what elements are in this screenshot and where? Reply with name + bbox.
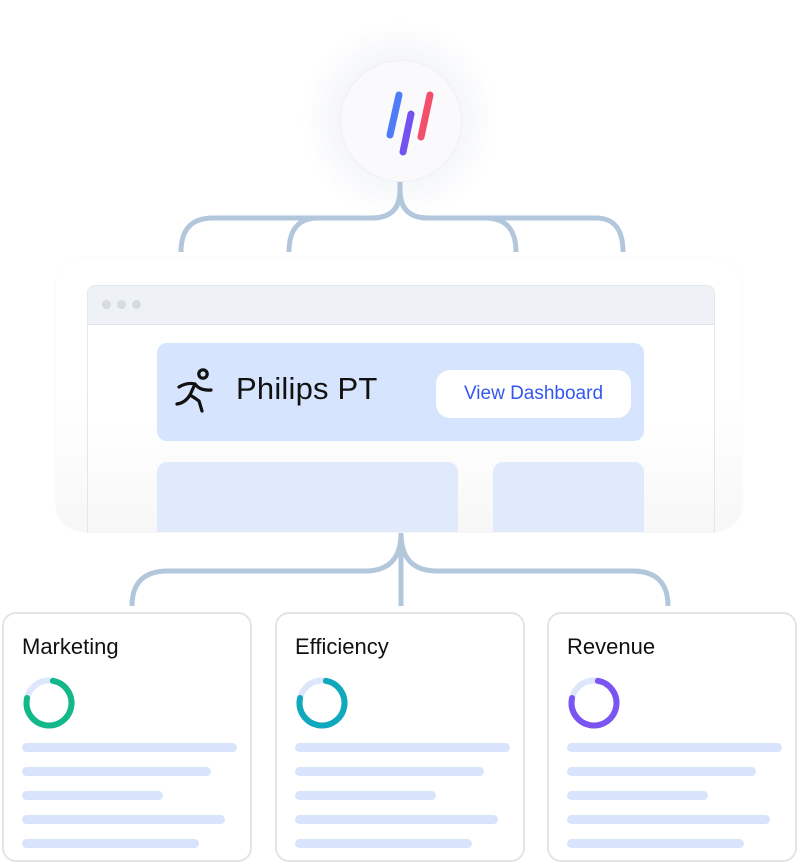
- window-dot: [132, 300, 141, 309]
- text-placeholder-line: [22, 743, 237, 752]
- text-placeholder-line: [295, 767, 484, 776]
- text-placeholder-line: [295, 743, 510, 752]
- text-placeholder-line: [567, 839, 744, 848]
- three-slash-logo-icon: [386, 91, 434, 156]
- text-placeholder-line: [295, 815, 498, 824]
- text-placeholder-line: [22, 815, 225, 824]
- text-placeholder-line: [22, 767, 211, 776]
- text-placeholder-line: [567, 815, 770, 824]
- app-logo: [340, 60, 462, 182]
- card-revenue[interactable]: Revenue: [547, 612, 797, 862]
- placeholder-panel-wide: [157, 462, 458, 532]
- donut-chart-icon: [296, 677, 348, 729]
- text-placeholder-line: [295, 839, 472, 848]
- text-placeholder-line: [567, 743, 782, 752]
- text-placeholder-line: [567, 791, 708, 800]
- card-marketing[interactable]: Marketing: [2, 612, 252, 862]
- browser-title-bar: [88, 286, 714, 325]
- window-dot: [117, 300, 126, 309]
- donut-chart-icon: [568, 677, 620, 729]
- text-placeholder-line: [22, 791, 163, 800]
- view-dashboard-button[interactable]: View Dashboard: [436, 370, 631, 418]
- client-name: Philips PT: [236, 371, 378, 406]
- card-title: Marketing: [22, 634, 119, 659]
- card-efficiency[interactable]: Efficiency: [275, 612, 525, 862]
- card-title: Revenue: [567, 634, 656, 659]
- card-title: Efficiency: [295, 634, 389, 659]
- client-header-card: Philips PT View Dashboard: [157, 343, 644, 441]
- window-dot: [102, 300, 111, 309]
- text-placeholder-line: [295, 791, 436, 800]
- running-person-icon: [175, 368, 213, 413]
- placeholder-panel-narrow: [493, 462, 644, 532]
- text-placeholder-line: [22, 839, 199, 848]
- donut-chart-icon: [23, 677, 75, 729]
- text-placeholder-line: [567, 767, 756, 776]
